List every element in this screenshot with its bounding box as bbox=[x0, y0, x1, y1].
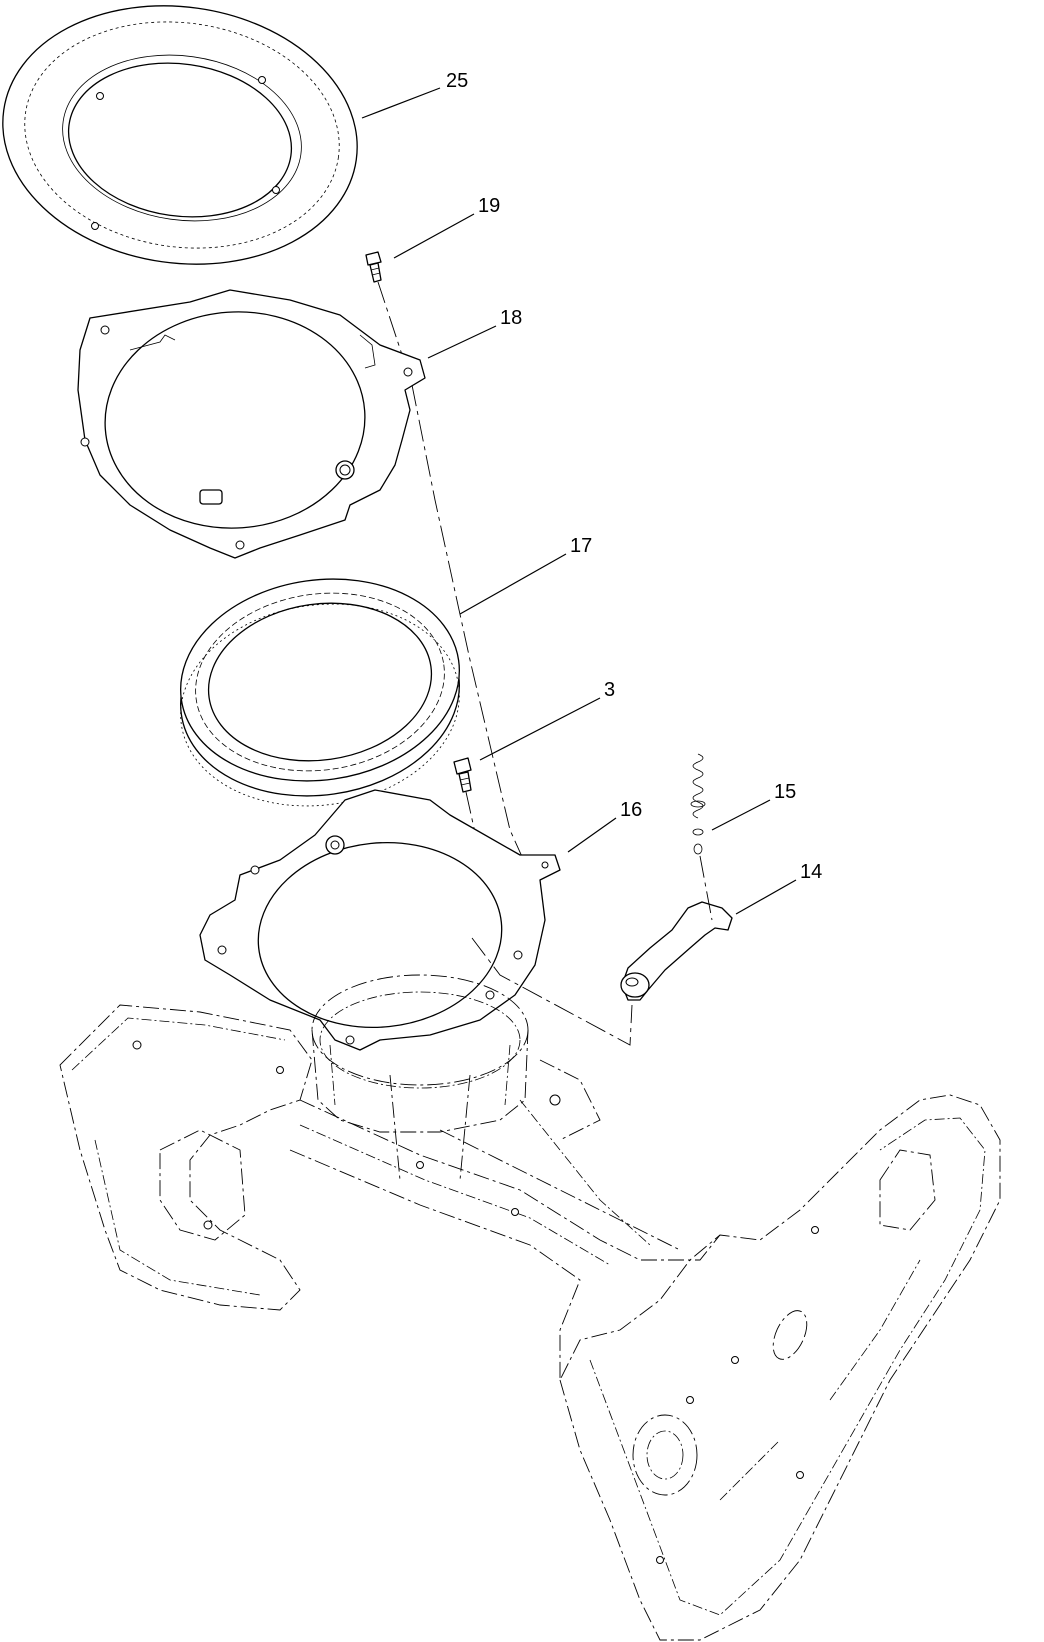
phantom-chute-housing bbox=[311, 974, 529, 1181]
callout-15: 15 bbox=[774, 781, 796, 803]
part-19-bolt bbox=[365, 251, 382, 283]
part-3-bolt bbox=[453, 757, 472, 793]
callout-19: 19 bbox=[478, 195, 500, 217]
leader-19 bbox=[393, 213, 475, 259]
callout-16: 16 bbox=[620, 799, 642, 821]
leader-3 bbox=[479, 697, 601, 761]
part-14-lever bbox=[620, 901, 733, 1001]
part-17-ring-gear bbox=[180, 578, 460, 807]
callout-14: 14 bbox=[800, 861, 822, 883]
leader-18 bbox=[427, 325, 497, 359]
part-25-ring bbox=[2, 5, 358, 265]
leader-16 bbox=[567, 817, 617, 853]
leader-25 bbox=[361, 87, 441, 119]
callout-18: 18 bbox=[500, 307, 522, 329]
leader-14 bbox=[735, 879, 797, 915]
callout-17: 17 bbox=[570, 535, 592, 557]
part-16-bracket bbox=[199, 789, 561, 1051]
assembly-path bbox=[471, 937, 633, 1046]
leader-15 bbox=[711, 799, 771, 831]
callout-3: 3 bbox=[604, 679, 615, 701]
centerline-15 bbox=[699, 855, 713, 921]
part-18-plate bbox=[77, 289, 426, 559]
callout-25: 25 bbox=[446, 70, 468, 92]
phantom-frame bbox=[59, 1004, 1001, 1641]
part-15-spring bbox=[690, 753, 706, 855]
leader-17 bbox=[459, 553, 567, 615]
